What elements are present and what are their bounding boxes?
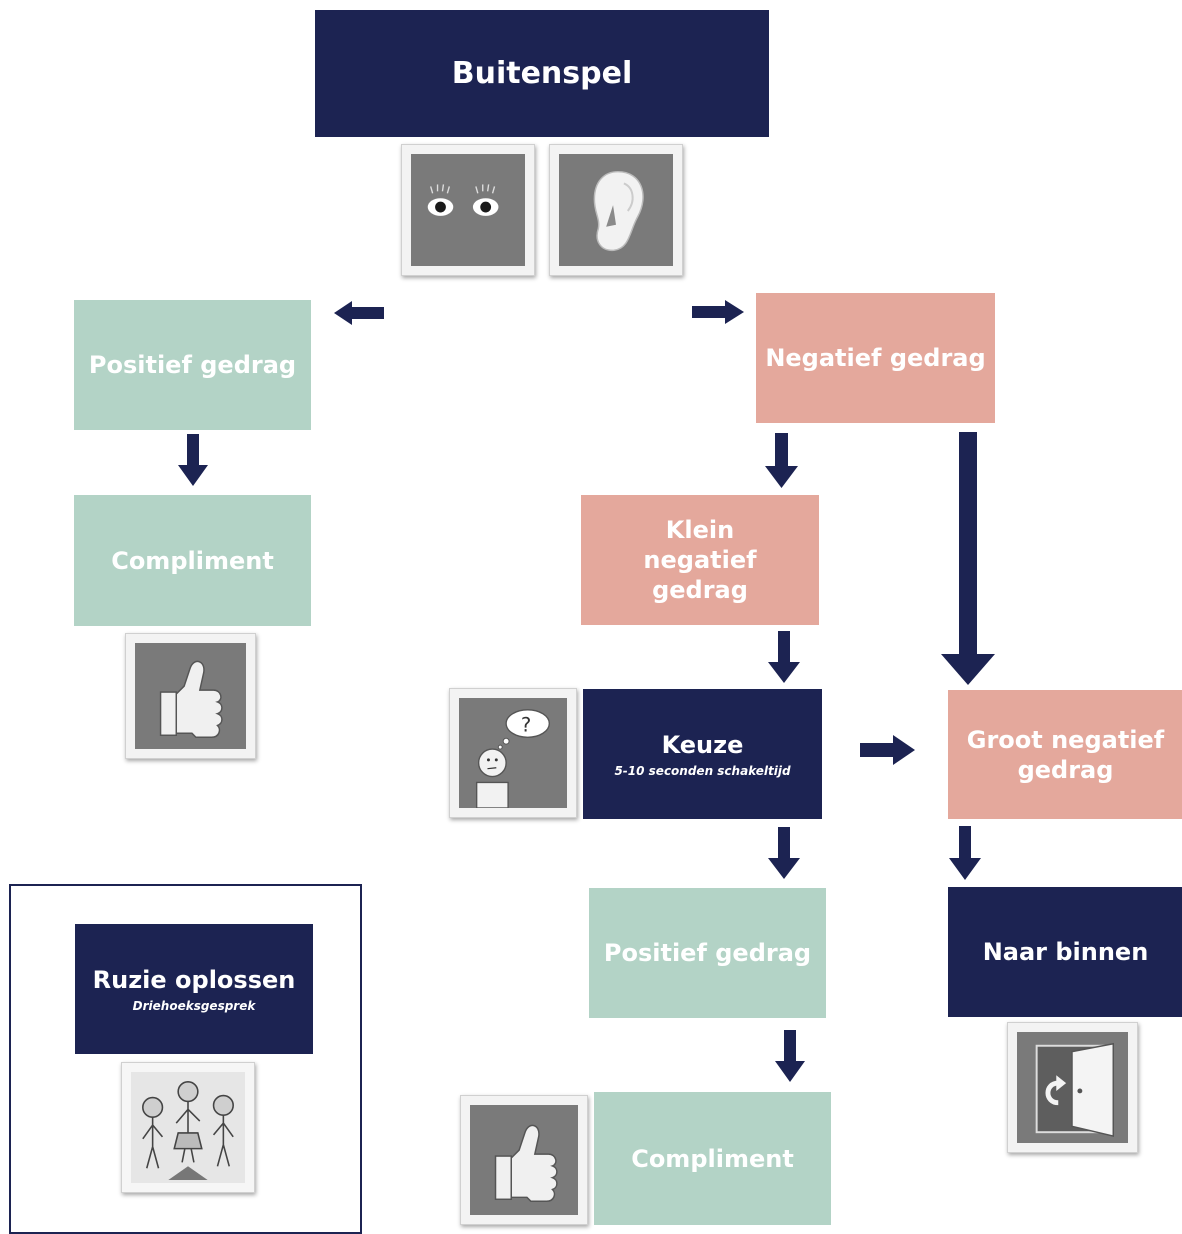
node-klein-negatief: Klein negatief gedrag xyxy=(581,495,819,625)
node-positief-mid-label: Positief gedrag xyxy=(603,939,812,967)
thumbs-up-icon xyxy=(125,633,256,759)
node-naar-binnen: Naar binnen xyxy=(948,887,1182,1017)
node-ruzie: Ruzie oplossen Driehoeksgesprek xyxy=(75,924,313,1054)
node-keuze: Keuze 5-10 seconden schakeltijd xyxy=(583,689,822,819)
arrow-down xyxy=(765,433,798,488)
node-negatief-label: Negatief gedrag xyxy=(765,344,986,372)
arrow-down xyxy=(768,631,800,683)
arrow-right xyxy=(860,734,915,766)
thumbs-up-icon xyxy=(460,1095,588,1225)
thinking-person-icon: ? xyxy=(449,688,577,818)
node-compliment-left-label: Compliment xyxy=(111,546,274,575)
arrow-down xyxy=(178,434,208,486)
node-buitenspel: Buitenspel xyxy=(315,10,769,137)
node-naar-binnen-label: Naar binnen xyxy=(982,938,1149,966)
node-groot-negatief-label: Groot negatief gedrag xyxy=(966,725,1165,784)
node-negatief: Negatief gedrag xyxy=(756,293,995,423)
three-people-icon xyxy=(121,1062,255,1193)
arrow-down xyxy=(949,826,981,880)
node-keuze-subtitle: 5-10 seconden schakeltijd xyxy=(614,763,791,778)
door-icon xyxy=(1007,1022,1138,1153)
arrow-left xyxy=(334,299,384,327)
arrow-right xyxy=(692,298,744,326)
node-ruzie-title: Ruzie oplossen xyxy=(92,965,296,994)
node-klein-negatief-label: Klein negatief gedrag xyxy=(643,516,757,604)
node-keuze-title: Keuze xyxy=(661,730,744,759)
arrow-long-down xyxy=(941,432,995,685)
node-ruzie-subtitle: Driehoeksgesprek xyxy=(132,998,256,1013)
node-positief-mid: Positief gedrag xyxy=(589,888,826,1018)
node-compliment-mid-label: Compliment xyxy=(631,1144,794,1173)
node-positief-left-label: Positief gedrag xyxy=(88,351,297,379)
node-groot-negatief: Groot negatief gedrag xyxy=(948,690,1182,819)
node-buitenspel-label: Buitenspel xyxy=(451,55,633,91)
eyes-icon xyxy=(401,144,535,276)
node-compliment-mid: Compliment xyxy=(594,1092,831,1225)
svg-text:?: ? xyxy=(521,713,531,736)
node-positief-left: Positief gedrag xyxy=(74,300,311,430)
ear-icon xyxy=(549,144,683,276)
node-compliment-left: Compliment xyxy=(74,495,311,626)
arrow-down xyxy=(775,1030,805,1082)
arrow-down xyxy=(768,827,800,879)
